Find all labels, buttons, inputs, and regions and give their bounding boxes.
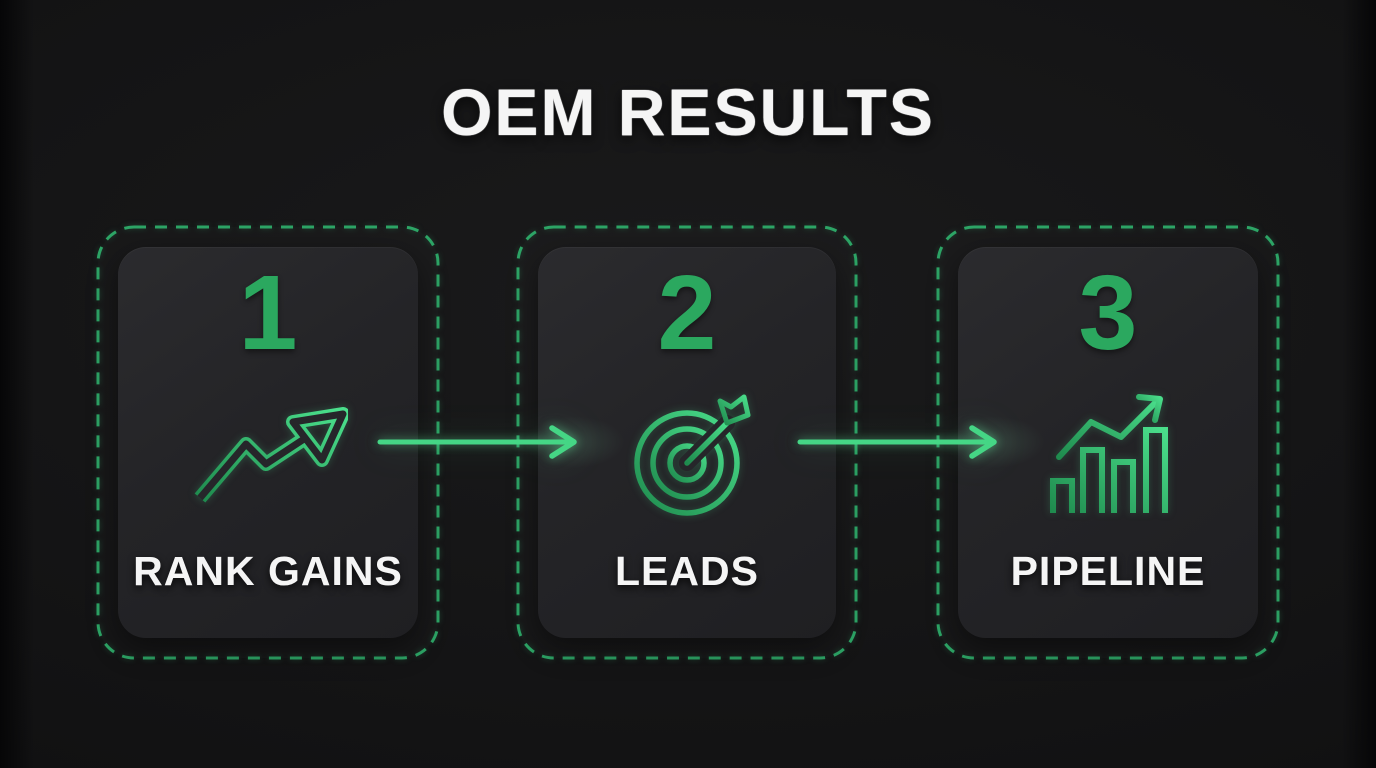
icon-zone [958,387,1258,527]
arrow-right-icon [377,425,577,459]
step-card-rank-gains: 1 RANK GAINS [96,225,440,660]
step-card-inner: 1 RANK GAINS [118,247,418,638]
step-label: PIPELINE [1010,548,1206,594]
step-number: 3 [1078,254,1138,372]
page-title: OEM RESULTS [441,75,935,149]
icon-zone [538,387,836,527]
bar-chart-growth-icon [1039,393,1179,516]
target-dart-icon [634,394,751,516]
step-card-inner: 2 LEADS [538,247,836,638]
trend-up-zigzag-icon [194,406,348,503]
arrow-right-icon [797,425,997,459]
dashed-border [96,225,440,660]
step-card-inner: 3 PIPELINE [958,247,1258,638]
icon-zone [118,387,418,527]
step-number: 2 [657,254,717,372]
step-label: LEADS [615,548,759,594]
step-number: 1 [238,254,298,372]
step-label: RANK GAINS [133,548,403,594]
